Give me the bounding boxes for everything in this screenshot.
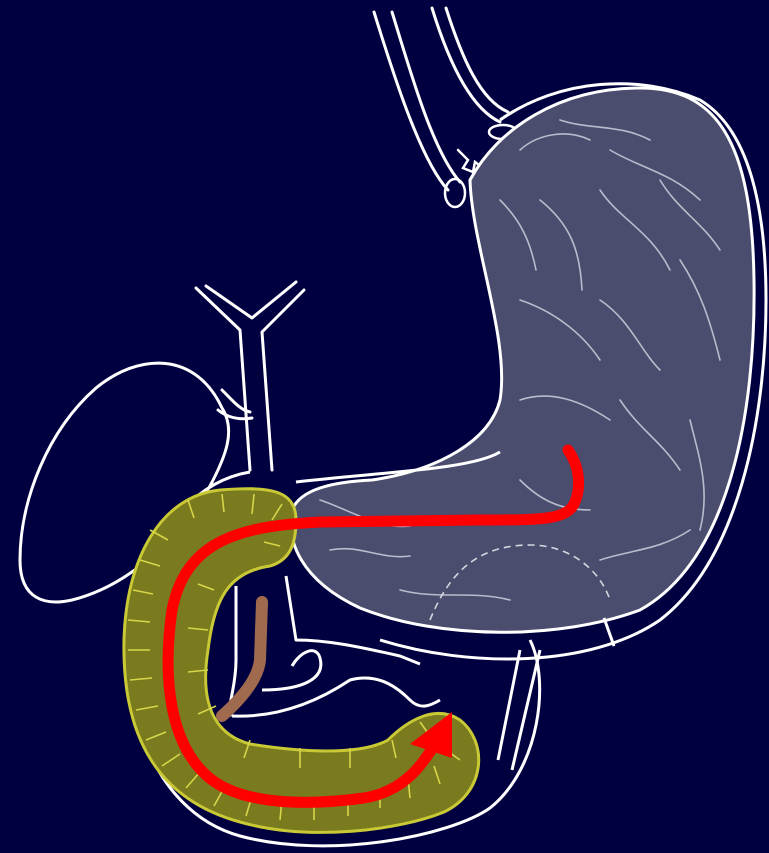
bile-ducts [196,282,304,470]
stomach [291,84,766,659]
pancreatic-duct [222,602,262,716]
